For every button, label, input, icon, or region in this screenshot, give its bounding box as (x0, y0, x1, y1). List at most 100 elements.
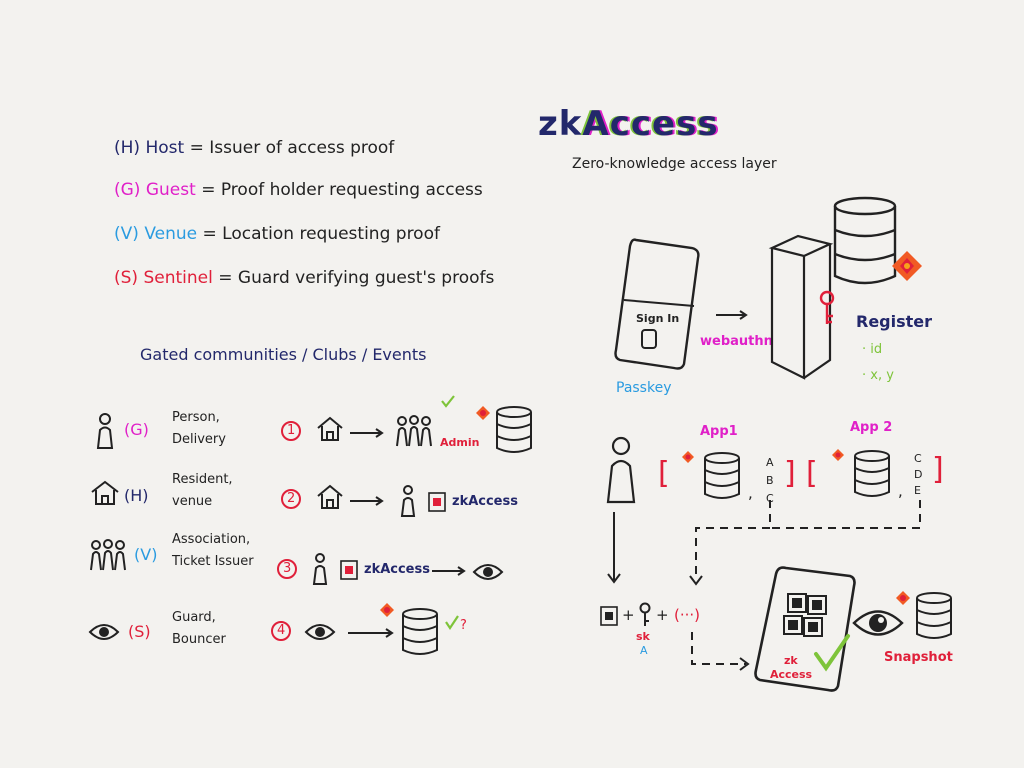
step-label-zkaccess: zkAccess (364, 562, 430, 577)
legend-guest: (G) Guest = Proof holder requesting acce… (114, 180, 483, 200)
zk-card-icon (340, 560, 358, 580)
step-number-circle (277, 559, 297, 579)
eye-icon (304, 624, 336, 640)
role-code-host: (H) (124, 486, 149, 505)
role-line1: Resident, (172, 472, 233, 487)
role-line2: Bouncer (172, 632, 226, 647)
legend-code: (V) (114, 224, 139, 244)
legend-desc: Issuer of access proof (209, 138, 395, 158)
app1-letter-c: C (766, 492, 774, 505)
gitcoin-badge-icon (896, 591, 910, 605)
gitcoin-badge-icon (476, 406, 490, 420)
gitcoin-badge-icon (832, 449, 844, 461)
role-line1: Person, (172, 410, 220, 425)
webauthn-label: webauthn (700, 334, 773, 349)
plus-sign: + (656, 606, 669, 624)
role-line2: venue (172, 494, 213, 509)
phone-icon (614, 238, 700, 370)
step-number: 3 (283, 561, 292, 576)
legend-role: Guest (145, 180, 196, 200)
step-number-circle (281, 489, 301, 509)
database-icon (833, 196, 897, 285)
role-code-guest: (G) (124, 420, 149, 439)
legend-eq: = (202, 224, 217, 244)
legend-role: Venue (144, 224, 198, 244)
legend-sentinel: (S) Sentinel = Guard verifying guest's p… (114, 268, 494, 288)
person-icon (312, 553, 328, 585)
connector-lines (607, 500, 921, 671)
role-code-sentinel: (S) (128, 622, 151, 641)
check-icon (814, 634, 850, 672)
role-line1: Guard, (172, 610, 216, 625)
zk-card-icon (600, 606, 618, 626)
legend-code: (H) (114, 138, 141, 158)
person-icon (606, 436, 636, 504)
legend-eq: = (189, 138, 204, 158)
phone-sign-in: Sign In (636, 312, 680, 325)
step-number: 4 (277, 623, 286, 638)
arrow-icon (350, 428, 384, 438)
comma: , (898, 482, 903, 500)
plus-sign: + (622, 606, 635, 624)
page-title: zkAccess (538, 104, 719, 144)
legend-role: Host (145, 138, 185, 158)
legend-eq: = (201, 180, 216, 200)
app1-letter-a: A (766, 456, 774, 469)
app2-letter-d: D (914, 468, 923, 481)
gitcoin-badge-icon (682, 451, 694, 463)
check-icon (445, 615, 459, 630)
app2-letter-c: C (914, 452, 922, 465)
use-case-heading: Gated communities / Clubs / Events (140, 345, 427, 364)
ellipsis-group: (···) (674, 606, 701, 624)
server-icon (768, 234, 834, 380)
bracket-open: [ (806, 456, 818, 491)
database-icon (402, 608, 438, 655)
phone-icon (754, 566, 856, 692)
legend-desc: Location requesting proof (222, 224, 440, 244)
app1-label: App1 (700, 424, 738, 439)
gitcoin-badge-icon (892, 251, 922, 281)
register-item-xy: · x, y (862, 368, 894, 383)
bracket-close: ] (932, 452, 944, 487)
role-line1: Association, (172, 532, 251, 547)
passkey-label: Passkey (616, 380, 672, 396)
step-label-question: ? (460, 618, 467, 633)
group-icon (90, 539, 126, 571)
register-label: Register (856, 312, 933, 331)
house-icon (317, 484, 343, 509)
app2-label: App 2 (850, 420, 893, 435)
bracket-close: ] (784, 456, 796, 491)
phone-access-label: Access (770, 668, 813, 681)
arrow-icon (348, 628, 394, 638)
step-label-zkaccess: zkAccess (452, 494, 518, 509)
database-icon (854, 450, 890, 497)
arrow-icon (350, 496, 384, 506)
step-number: 2 (287, 491, 296, 506)
role-code-venue: (V) (134, 545, 158, 564)
role-line2: Ticket Issuer (172, 554, 254, 569)
subtitle: Zero-knowledge access layer (572, 156, 777, 172)
role-line2: Delivery (172, 432, 226, 447)
snapshot-label: Snapshot (884, 650, 953, 665)
title-access: Access (582, 104, 719, 144)
person-icon (96, 413, 114, 449)
step-label-admin: Admin (440, 436, 480, 449)
eye-icon (852, 610, 904, 636)
eye-icon (88, 624, 120, 640)
title-zk: zk (538, 104, 583, 144)
zk-card-icon (428, 492, 446, 512)
eye-icon (472, 564, 504, 580)
arrow-icon (716, 310, 748, 320)
house-icon (317, 416, 343, 441)
legend-venue: (V) Venue = Location requesting proof (114, 224, 440, 244)
bracket-open: [ (658, 456, 670, 491)
legend-role: Sentinel (143, 268, 213, 288)
legend-code: (G) (114, 180, 141, 200)
check-icon (441, 395, 455, 408)
legend-code: (S) (114, 268, 139, 288)
phone-zk-label: zk (784, 654, 798, 667)
step-number-circle (281, 421, 301, 441)
legend-desc: Guard verifying guest's proofs (237, 268, 495, 288)
database-icon (916, 592, 952, 639)
group-icon (396, 415, 432, 447)
